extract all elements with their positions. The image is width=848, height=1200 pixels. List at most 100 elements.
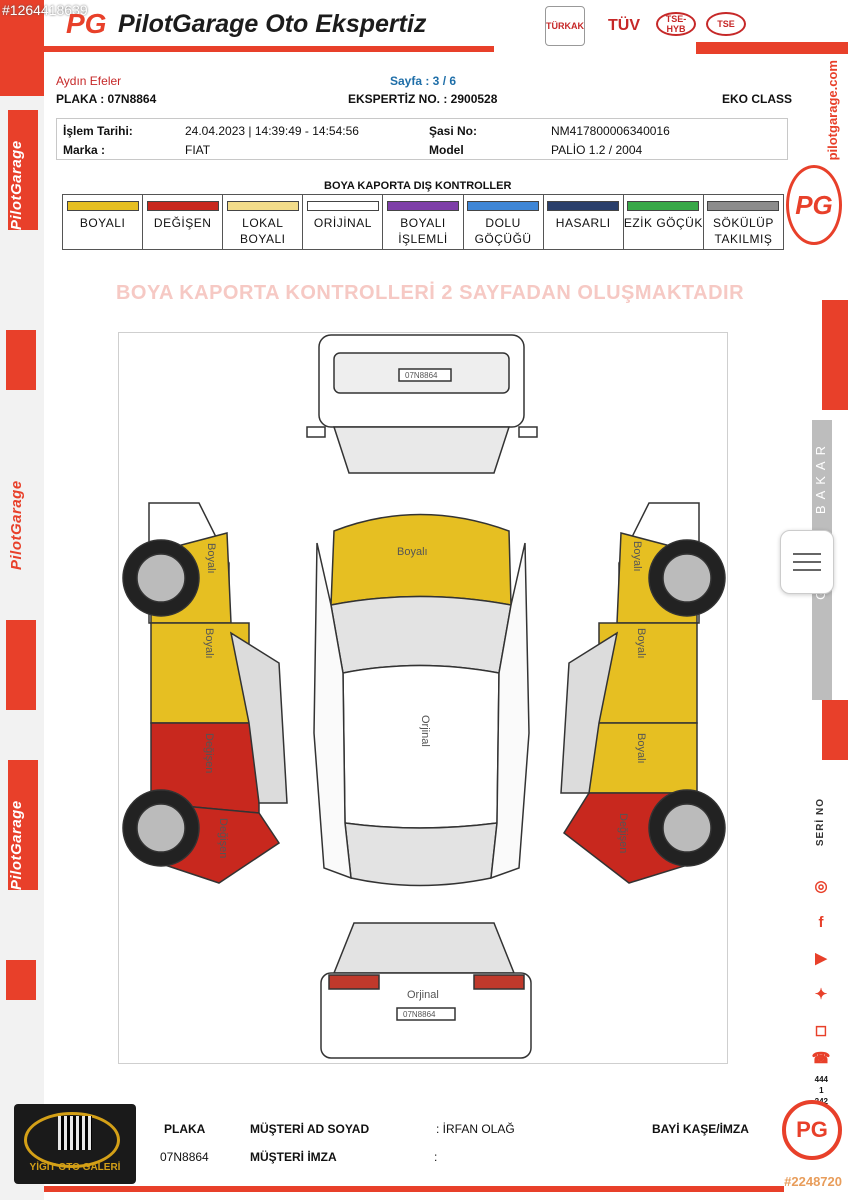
left-rear-fender-label: Değişen [217, 818, 229, 859]
bottom-bar [44, 1186, 784, 1192]
header-right-bar [696, 42, 848, 54]
legend-item: BOYALI [63, 195, 144, 249]
location-text: Aydın Efeler [56, 74, 122, 88]
turkak-cert-icon: TÜRKAK [545, 6, 585, 46]
tse-cert-icon: TSE [706, 12, 746, 36]
right-windows [560, 631, 619, 794]
left-front-rim [136, 553, 186, 603]
marka-label: Marka : [63, 143, 106, 157]
rear-window [344, 822, 498, 887]
legend-item: BOYALI İŞLEMLİ [383, 195, 464, 249]
model-value: PALİO 1.2 / 2004 [551, 143, 643, 157]
left-front-door-label: Boyalı [203, 628, 215, 659]
right-rear-rim [662, 803, 712, 853]
legend-item: ORİJİNAL [303, 195, 384, 249]
youtube-icon[interactable]: ▶ [815, 950, 827, 967]
bayi-label: BAYİ KAŞE/İMZA [652, 1122, 749, 1136]
legend-item: DEĞİŞEN [143, 195, 224, 249]
menu-button[interactable] [780, 530, 834, 594]
islem-tarihi-value: 24.04.2023 | 14:39:49 - 14:54:56 [185, 124, 359, 138]
vehicle-info-table: İşlem Tarihi: 24.04.2023 | 14:39:49 - 14… [56, 118, 788, 160]
islem-tarihi-label: İşlem Tarihi: [63, 124, 133, 138]
top-view [313, 513, 530, 887]
legend-title: BOYA KAPORTA DIŞ KONTROLLER [324, 180, 512, 192]
right-frame: pilotgarage.com PG GÜVEN BAKAR SERİ NO ◎… [778, 0, 848, 1200]
sasi-value: NM417800006340016 [551, 124, 670, 138]
front-windshield [332, 426, 511, 474]
legend-swatch [146, 201, 219, 211]
side-brand-text: PilotGarage [8, 480, 25, 570]
left-frame: PilotGarage PilotGarage PilotGarage [0, 0, 44, 1200]
legend-item: HASARLI [544, 195, 624, 249]
hood-label: Boyalı [397, 546, 428, 558]
phone-part: 444 [814, 1075, 828, 1084]
footer: PLAKA 07N8864 MÜŞTERİ AD SOYAD : İRFAN O… [0, 1100, 848, 1200]
front-plate-text: 07N8864 [405, 371, 438, 380]
sasi-label: Şasi No: [429, 124, 478, 138]
frame-stripe [822, 700, 848, 760]
frame-stripe [6, 70, 36, 90]
pages-note: BOYA KAPORTA KONTROLLERİ 2 SAYFADAN OLUŞ… [115, 282, 745, 304]
facebook-icon[interactable]: f [818, 914, 824, 931]
tuv-cert-icon: TÜV [608, 17, 640, 34]
side-brand-text: PilotGarage [8, 110, 38, 230]
legend-swatch [66, 201, 139, 211]
legend-item: DOLU GÖÇÜĞÜ [464, 195, 544, 249]
musteri-label: MÜŞTERİ AD SOYAD [250, 1122, 370, 1136]
car-body-diagram: Boyalı Orjinal Orjinal Boyalı Boyalı Değ… [118, 332, 728, 1064]
pilotgarage-logo: PG [786, 165, 842, 245]
watermark-id: #2248720 [784, 1174, 842, 1189]
instagram-icon[interactable]: ◻ [814, 1022, 828, 1039]
legend-item: LOKAL BOYALI [223, 195, 304, 249]
qr-code-icon[interactable] [58, 1116, 92, 1150]
gallery-badge: YİĞİT OTO GALERİ [14, 1104, 136, 1184]
phone-part: 1 [819, 1086, 824, 1095]
legend-label: LOKAL BOYALI [240, 216, 286, 246]
plate-number: PLAKA : 07N8864 [56, 92, 157, 106]
right-side-view [560, 502, 726, 884]
left-rear-rim [136, 803, 186, 853]
rear-plate-text: 07N8864 [403, 1010, 436, 1019]
left-front-fender-label: Boyalı [205, 543, 217, 574]
right-rear-fender-label: Değişen [617, 813, 629, 854]
tail-light [328, 974, 380, 990]
roof-label: Orjinal [419, 715, 431, 747]
front-plate [398, 368, 452, 382]
model-label: Model [429, 143, 464, 157]
mirror [518, 426, 538, 438]
pilotgarage-logo-icon: PG [66, 8, 107, 39]
legend-swatch [386, 201, 459, 211]
right-front-door-label: Boyalı [635, 628, 647, 659]
side-brand-text: PilotGarage [8, 760, 38, 890]
marka-value: FIAT [185, 143, 211, 157]
whatsapp-icon[interactable]: ◎ [814, 878, 828, 895]
musteri-value: : İRFAN OLAĞ [436, 1122, 515, 1136]
mirror [306, 426, 326, 438]
left-side-view [122, 502, 288, 884]
phone-icon[interactable]: ☎ [811, 1050, 831, 1067]
badge-ring [24, 1112, 120, 1168]
legend-label: BOYALI İŞLEMLİ [398, 216, 448, 246]
frame-stripe [822, 300, 848, 410]
right-side-top [490, 542, 530, 880]
legend-label: HASARLI [555, 216, 611, 230]
page-title: PilotGarage Oto Ekspertiz [118, 10, 427, 38]
front-view [306, 334, 538, 474]
hood-panel [330, 513, 512, 606]
legend-swatch [226, 201, 299, 211]
website-url: pilotgarage.com [825, 60, 840, 161]
twitter-icon[interactable]: ✦ [814, 986, 828, 1003]
car-diagram-svg [122, 334, 726, 1059]
footer-plaka-value: 07N8864 [160, 1150, 209, 1164]
menu-line [793, 569, 821, 571]
frame-stripe [6, 330, 36, 390]
legend-item: EZİK GÖÇÜK [624, 195, 704, 249]
menu-line [793, 561, 821, 563]
legend-swatch [627, 201, 700, 211]
left-windows [229, 631, 288, 804]
report-class: EKO CLASS [722, 92, 793, 106]
left-side-top [313, 542, 352, 880]
page-number: Sayfa : 3 / 6 [390, 74, 457, 88]
top-windshield [330, 595, 512, 674]
legend-swatch [306, 201, 379, 211]
